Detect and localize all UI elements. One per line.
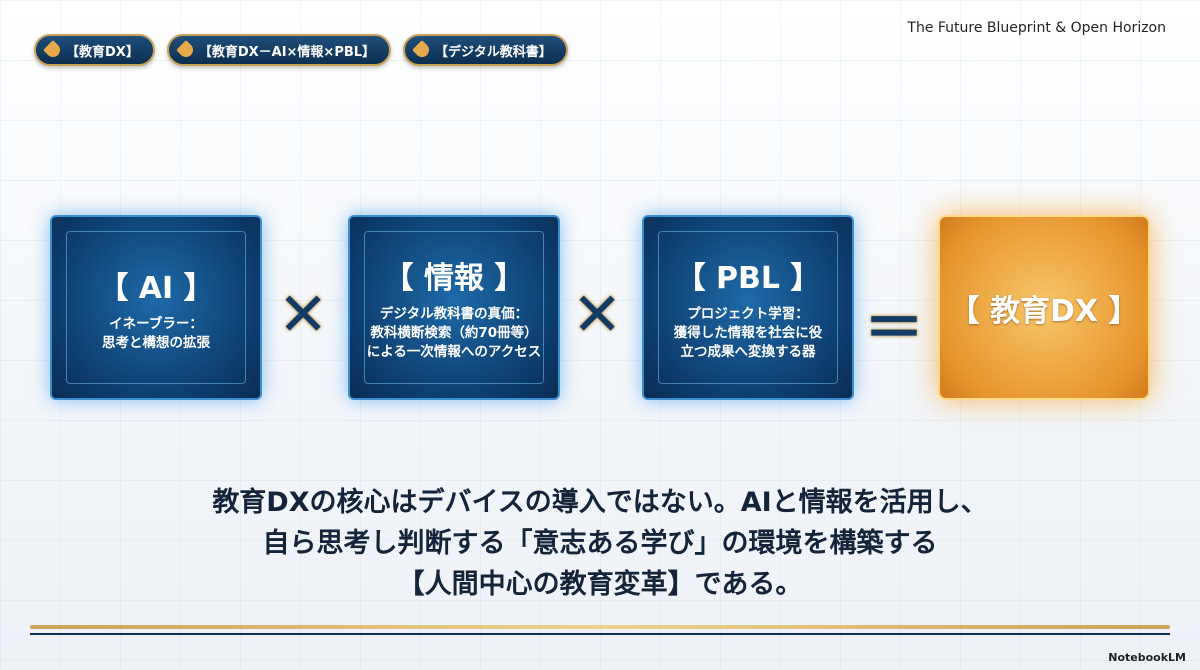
notebooklm-watermark: NotebookLM: [1108, 651, 1186, 664]
tag-icon: [175, 40, 196, 60]
times-icon: ✕: [572, 280, 623, 350]
tag-chip[interactable]: 【デジタル教科書】: [403, 34, 568, 66]
pbl-card: 【 PBL 】 プロジェクト学習： 獲得した情報を社会に役 立つ成果へ変換する器: [642, 215, 854, 400]
times-icon: ✕: [278, 280, 329, 350]
summary-text: 教育DXの核心はデバイスの導入ではない。AIと情報を活用し、 自ら思考し判断する…: [0, 482, 1200, 605]
equals-icon: ＝: [864, 294, 924, 364]
card-text: プロジェクト学習：: [687, 306, 809, 322]
navy-divider: [30, 633, 1170, 635]
card-text: 教科横断検索（約70冊等）: [370, 325, 538, 341]
summary-line: 教育DXの核心はデバイスの導入ではない。AIと情報を活用し、: [212, 487, 988, 518]
gold-divider: [30, 625, 1170, 629]
tag-label: 【デジタル教科書】: [435, 44, 552, 60]
card-text: 獲得した情報を社会に役: [673, 325, 823, 341]
card-text: 立つ成果へ変換する器: [680, 344, 816, 360]
card-title: 【 情報 】: [383, 261, 525, 296]
tag-label: 【教育DX】: [66, 44, 139, 60]
tag-chip[interactable]: 【教育DX－AI×情報×PBL】: [166, 34, 392, 66]
ai-card: 【 AI 】 イネーブラー： 思考と構想の拡張: [50, 215, 262, 400]
tag-icon: [412, 40, 432, 60]
card-title: 【 PBL 】: [675, 261, 821, 296]
tag-chip[interactable]: 【教育DX】: [34, 34, 155, 66]
card-text: デジタル教科書の真価：: [379, 306, 529, 322]
summary-line: 自ら思考し判断する「意志ある学び」の環境を構築する: [262, 528, 938, 559]
info-card: 【 情報 】 デジタル教科書の真価： 教科横断検索（約70冊等） による一次情報…: [348, 215, 560, 400]
tag-list: 【教育DX】 【教育DX－AI×情報×PBL】 【デジタル教科書】: [34, 34, 568, 66]
result-card: 【 教育DX 】: [938, 215, 1150, 400]
card-text: 思考と構想の拡張: [102, 334, 210, 351]
tag-label: 【教育DX－AI×情報×PBL】: [198, 44, 376, 60]
brand-title: The Future Blueprint & Open Horizon: [907, 20, 1166, 36]
card-text: イネーブラー：: [109, 315, 203, 332]
summary-line: 【人間中心の教育変革】である。: [397, 569, 803, 600]
card-text: による一次情報へのアクセス: [366, 344, 542, 360]
tag-icon: [43, 40, 63, 60]
card-title: 【 AI 】: [98, 270, 214, 306]
